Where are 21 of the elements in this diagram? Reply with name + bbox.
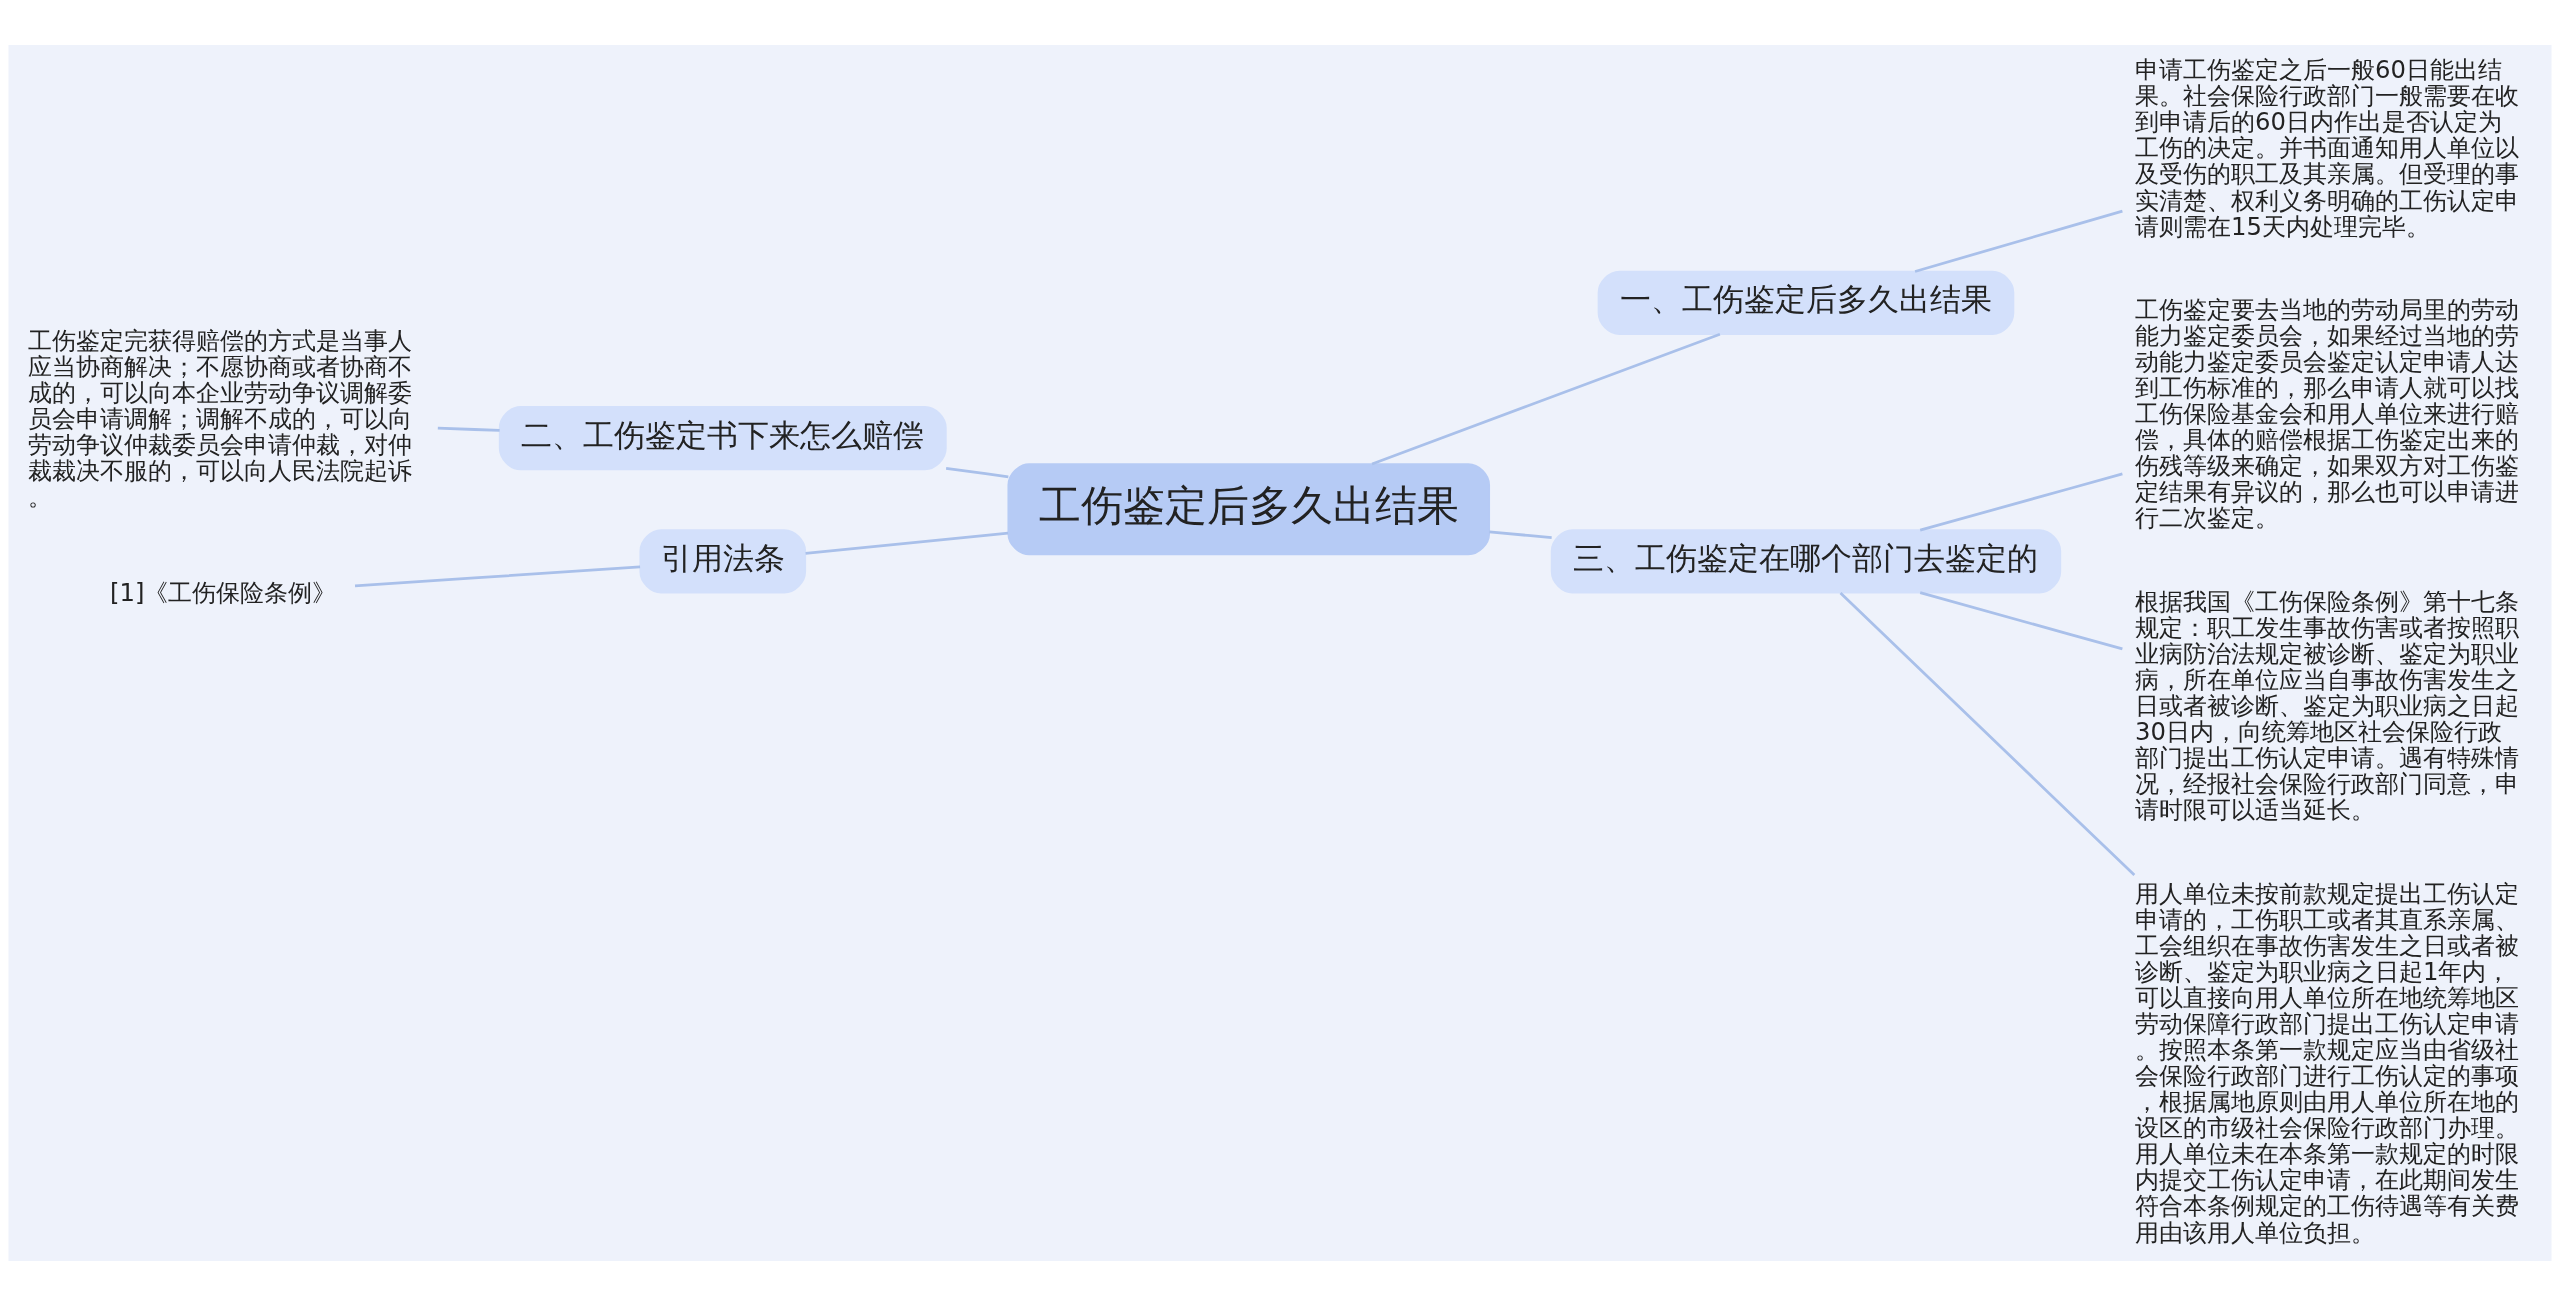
connector bbox=[354, 564, 641, 587]
connector bbox=[1914, 209, 2123, 273]
node-box: 三、工伤鉴定在哪个部门去鉴定的 bbox=[1550, 528, 2062, 594]
connector bbox=[805, 531, 1009, 555]
node-box: 工伤鉴定后多久出结果 bbox=[1007, 462, 1491, 555]
node-box: 引用法条 bbox=[639, 528, 807, 594]
node-text: 申请工伤鉴定之后一般60日能出结果。社会保险行政部门一般需要在收到申请后的60日内作出是否认定为工伤的决定。并书面通知用人单位以及受伤的职工及其亲属。但受理的事实清楚、权利义务明确的工伤认定申请则需在15天内处理完毕。 bbox=[2134, 54, 2519, 241]
connector bbox=[1919, 472, 2123, 531]
node-text: 工伤鉴定要去当地的劳动局里的劳动能力鉴定委员会，如果经过当地的劳动能力鉴定委员会鉴定认定申请人达到工伤标准的，那么申请人就可以找工伤保险基金会和用人单位来进行赔偿，具体的赔偿根据工伤鉴定出来的伤残等级来确定，如果双方对工伤鉴定结果有异议的，那么也可以申请进行二次鉴定。 bbox=[2134, 294, 2519, 532]
node-box: 一、工伤鉴定后多久出结果 bbox=[1597, 270, 2015, 335]
connector bbox=[1919, 590, 2123, 650]
node-text: 工伤鉴定完获得赔偿的方式是当事人应当协商解决；不愿协商或者协商不成的，可以向本企业劳动争议调解委员会申请调解；调解不成的，可以向劳动争议仲裁委员会申请仲裁，对仲裁裁决不服的，可以向人民法院起诉。 bbox=[27, 325, 412, 511]
node-box: 二、工伤鉴定书下来怎么赔偿 bbox=[498, 405, 947, 470]
node-text: 根据我国《工伤保险条例》第十七条规定：职工发生事故伤害或者按照职业病防治法规定被诊断、鉴定为职业病，所在单位应当自事故伤害发生之日或者被诊断、鉴定为职业病之日起30日内，向统筹地区社会保险行政部门提出工伤认定申请。遇有特殊情况，经报社会保险行政部门同意，申请时限可以适当延长。 bbox=[2134, 586, 2519, 824]
connector bbox=[1371, 332, 1721, 465]
connector bbox=[945, 466, 1009, 478]
connector bbox=[437, 426, 500, 432]
connector bbox=[1489, 529, 1552, 539]
node-text: 用人单位未按前款规定提出工伤认定申请的，工伤职工或者其直系亲属、工会组织在事故伤害发生之日或者被诊断、鉴定为职业病之日起1年内，可以直接向用人单位所在地统筹地区劳动保障行政部门提出工伤认定申请。按照本条第一款规定应当由省级社会保险行政部门进行工伤认定的事项，根据属地原则由用人单位所在地的设区的市级社会保险行政部门办理。用人单位未在本条第一款规定的时限内提交工伤认定申请，在此期间发生符合本条例规定的工伤待遇等有关费用由该用人单位负担。 bbox=[2134, 878, 2519, 1247]
node-text: [1]《工伤保险条例》 bbox=[110, 577, 337, 607]
connector bbox=[1839, 591, 2136, 876]
